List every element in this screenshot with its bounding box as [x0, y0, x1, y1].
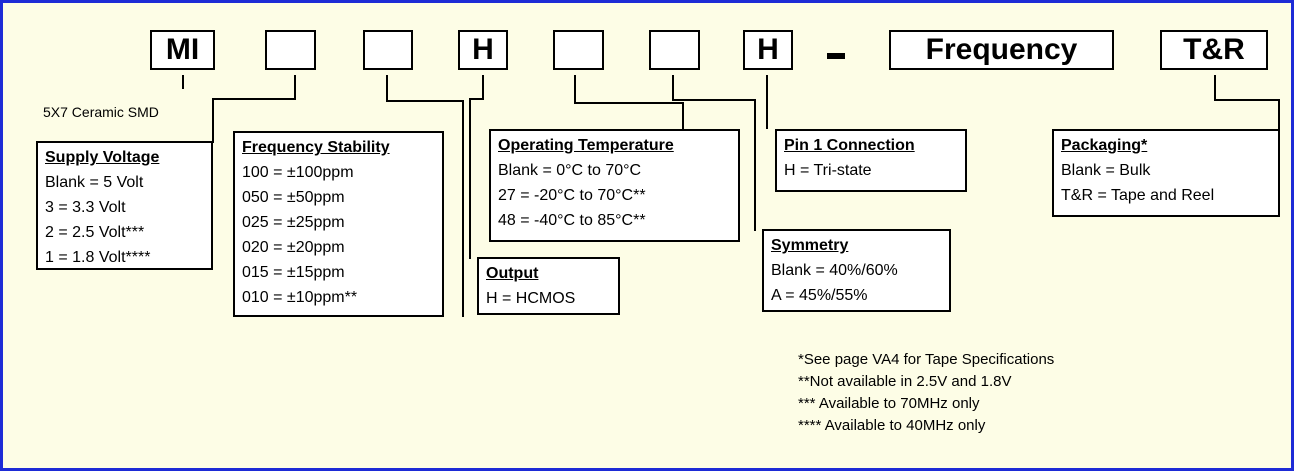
pin1-title: Pin 1 Connection [784, 137, 915, 154]
frequency-stability-item: 015 = ±15ppm [242, 264, 345, 281]
code-box-symmetry [649, 30, 700, 70]
code-box-mi: MI [150, 30, 215, 70]
code-box-output: H [458, 30, 508, 70]
supply-voltage-item: Blank = 5 Volt [45, 174, 144, 191]
frequency-stability-box: Frequency Stability 100 = ±100ppm 050 = … [233, 131, 444, 317]
supply-voltage-title: Supply Voltage [45, 149, 160, 166]
frequency-stability-item: 010 = ±10ppm** [242, 289, 358, 306]
output-title: Output [486, 265, 539, 282]
frequency-stability-item: 100 = ±100ppm [242, 164, 354, 181]
code-box-tape-reel: T&R [1160, 30, 1268, 70]
frequency-stability-item: 025 = ±25ppm [242, 214, 345, 231]
pin1-connection-box: Pin 1 Connection H = Tri-state [775, 129, 967, 192]
operating-temperature-box: Operating Temperature Blank = 0°C to 70°… [489, 129, 740, 242]
footnote: *See page VA4 for Tape Specifications [798, 351, 1055, 368]
symmetry-title: Symmetry [771, 237, 849, 254]
operating-temperature-item: Blank = 0°C to 70°C [498, 162, 642, 179]
packaging-item: T&R = Tape and Reel [1061, 187, 1215, 204]
operating-temperature-title: Operating Temperature [498, 137, 674, 154]
pin1-item: H = Tri-state [784, 162, 872, 179]
code-dash [827, 53, 845, 59]
output-box: Output H = HCMOS [477, 257, 620, 315]
code-box-frequency: Frequency [889, 30, 1114, 70]
supply-voltage-item: 3 = 3.3 Volt [45, 199, 126, 216]
symmetry-box: Symmetry Blank = 40%/60% A = 45%/55% [762, 229, 951, 312]
footnotes: *See page VA4 for Tape Specifications **… [798, 349, 1054, 437]
operating-temperature-item: 48 = -40°C to 85°C** [498, 212, 646, 229]
packaging-box: Packaging* Blank = Bulk T&R = Tape and R… [1052, 129, 1280, 217]
symmetry-item: A = 45%/55% [771, 287, 868, 304]
connector-lines [182, 75, 1280, 317]
footnote: *** Available to 70MHz only [798, 395, 980, 412]
footnote: **** Available to 40MHz only [798, 417, 986, 434]
symmetry-item: Blank = 40%/60% [771, 262, 898, 279]
supply-voltage-item: 1 = 1.8 Volt**** [45, 249, 151, 266]
supply-voltage-box: Supply Voltage Blank = 5 Volt 3 = 3.3 Vo… [36, 141, 213, 270]
code-box-pin1: H [743, 30, 793, 70]
supply-voltage-item: 2 = 2.5 Volt*** [45, 224, 145, 241]
frequency-stability-item: 020 = ±20ppm [242, 239, 345, 256]
packaging-item: Blank = Bulk [1061, 162, 1151, 179]
frequency-stability-title: Frequency Stability [242, 139, 390, 156]
code-box-operating-temperature [553, 30, 604, 70]
output-item: H = HCMOS [486, 290, 576, 307]
code-box-supply-voltage [265, 30, 316, 70]
packaging-title: Packaging* [1061, 137, 1148, 154]
ceramic-smd-label: 5X7 Ceramic SMD [43, 104, 159, 120]
footnote: **Not available in 2.5V and 1.8V [798, 373, 1012, 390]
operating-temperature-item: 27 = -20°C to 70°C** [498, 187, 646, 204]
code-box-frequency-stability [363, 30, 413, 70]
frequency-stability-item: 050 = ±50ppm [242, 189, 345, 206]
